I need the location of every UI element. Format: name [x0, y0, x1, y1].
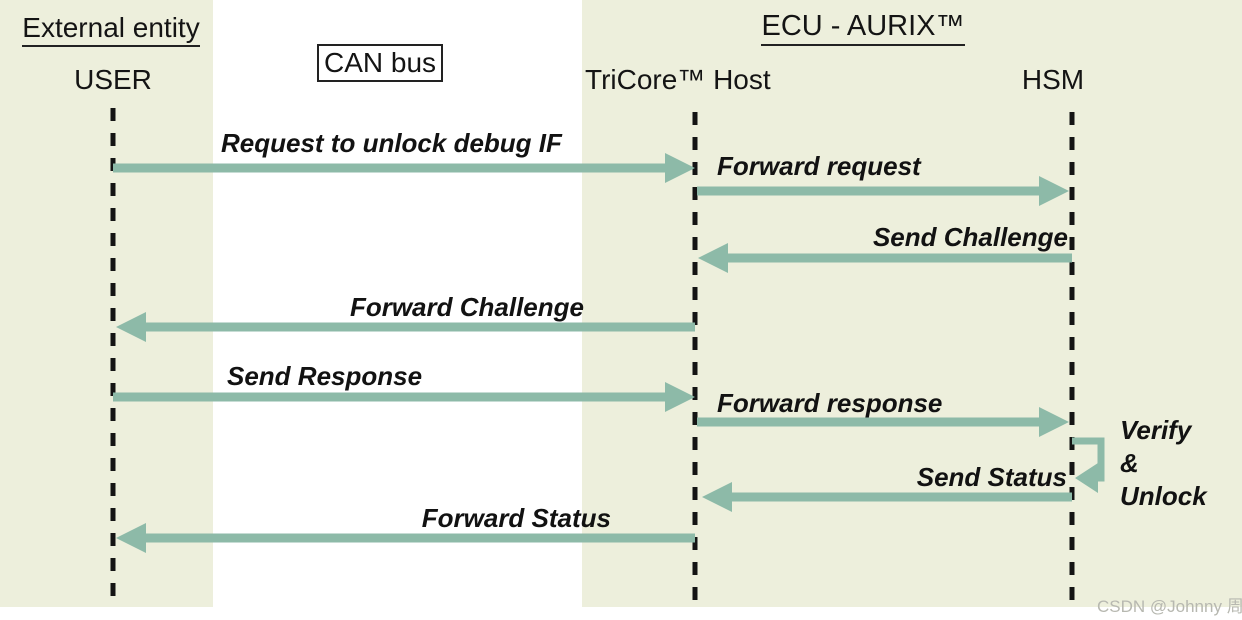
verify-unlock-action: Verify & Unlock — [1120, 414, 1230, 513]
arrow-send-response — [113, 382, 695, 412]
label-send-response: Send Response — [227, 361, 423, 391]
arrow-verify-unlock-selfloop — [1072, 437, 1105, 493]
watermark: CSDN @Johnny 周 — [1097, 597, 1242, 616]
arrow-forward-request — [697, 176, 1069, 206]
unlock-line: Unlock — [1120, 481, 1207, 511]
arrow-forward-challenge — [116, 312, 695, 342]
external-entity-panel — [0, 0, 213, 607]
label-forward-challenge: Forward Challenge — [349, 292, 584, 322]
label-forward-request: Forward request — [717, 151, 921, 181]
actor-hsm: HSM — [1021, 64, 1085, 95]
label-forward-status: Forward Status — [421, 503, 611, 533]
label-send-challenge: Send Challenge — [872, 222, 1068, 252]
label-send-status: Send Status — [916, 462, 1067, 492]
arrow-request-to-unlock — [113, 153, 695, 183]
ecu-aurix-title: ECU - AURIX™ — [740, 10, 986, 46]
arrow-send-challenge — [698, 243, 1072, 273]
arrow-forward-response — [697, 407, 1069, 437]
verify-line: Verify — [1120, 415, 1192, 445]
ecu-aurix-title-text: ECU - AURIX™ — [761, 10, 965, 46]
label-request-to-unlock: Request to unlock debug IF — [221, 128, 562, 158]
can-bus-box: CAN bus — [317, 44, 444, 82]
actor-tricore-host: TriCore™ Host — [585, 64, 771, 95]
actor-user: USER — [74, 64, 152, 95]
external-entity-title-text: External entity — [22, 12, 200, 47]
ecu-panel — [582, 0, 1242, 607]
external-entity-title: External entity — [8, 12, 214, 47]
label-forward-response: Forward response — [717, 388, 943, 418]
arrow-send-status — [702, 482, 1072, 512]
amp-line: & — [1120, 448, 1139, 478]
arrow-forward-status — [116, 523, 695, 553]
